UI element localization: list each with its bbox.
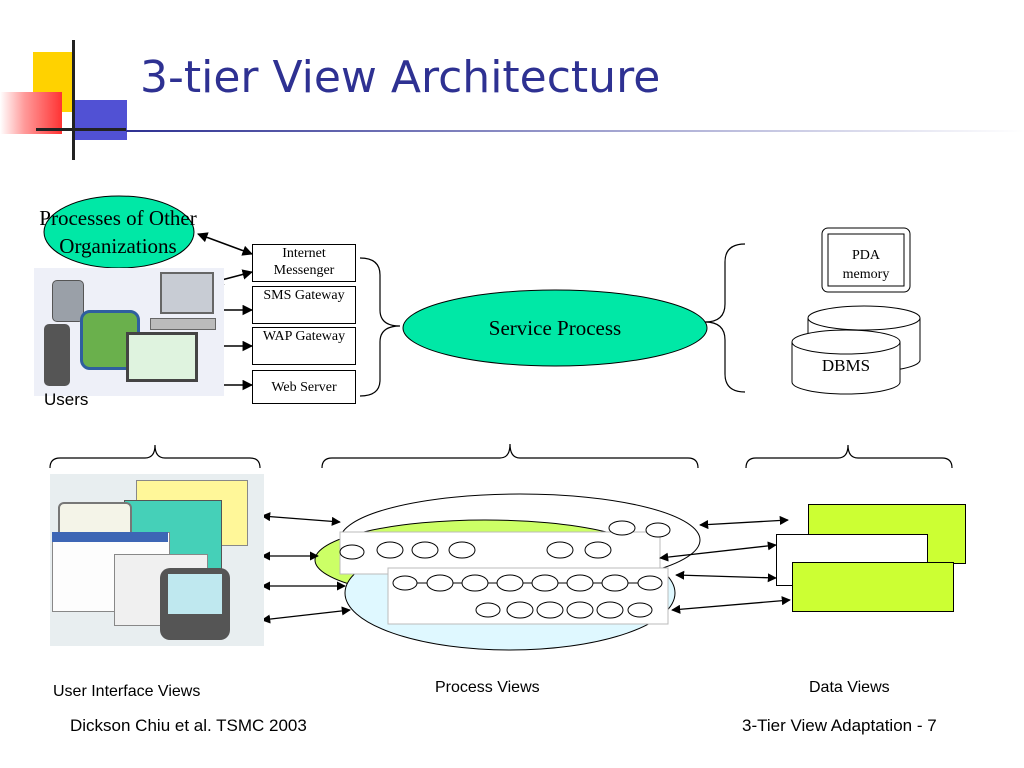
- arrow-ui-process-1: [261, 512, 341, 526]
- monitor-icon: [160, 272, 214, 314]
- other-orgs-label: Processes of Other Organizations: [39, 206, 197, 258]
- mobile-phone-icon: [44, 324, 70, 386]
- arrow-ui-process-4: [261, 606, 351, 624]
- arrow-process-data-1: [699, 515, 789, 530]
- footer-left: Dickson Chiu et al. TSMC 2003: [70, 716, 307, 735]
- sms-gateway-box: SMS Gateway: [252, 286, 356, 324]
- channels-bracket: [359, 257, 401, 397]
- deco-horizontal-line: [36, 128, 126, 131]
- pda-device-icon: [52, 280, 84, 322]
- slide-title: 3-tier View Architecture: [140, 52, 661, 103]
- data-views-caption: Data Views: [809, 679, 890, 696]
- data-views-brace: [745, 444, 953, 469]
- process-views-brace: [321, 443, 699, 469]
- web-screenshot-portal-header: [52, 532, 168, 542]
- wap-phone-screen: [168, 574, 222, 614]
- process-views-caption: Process Views: [435, 679, 540, 696]
- dbms-back-top: [807, 305, 921, 331]
- arrow-orgs-messenger: [197, 232, 253, 256]
- users-label: Users: [44, 390, 89, 409]
- arrow-process-data-4: [671, 596, 791, 614]
- pda-memory-inner: [827, 233, 905, 287]
- service-process-label: Service Process: [488, 316, 622, 340]
- arrow-process-data-3: [675, 570, 777, 583]
- arrow-process-data-2: [659, 541, 777, 562]
- internet-messenger-box: Internet Messenger: [252, 244, 356, 282]
- deco-blue-square: [72, 100, 127, 140]
- wap-gateway-box: WAP Gateway: [252, 327, 356, 365]
- web-server-box: Web Server: [252, 370, 356, 404]
- datastores-bracket: [704, 243, 746, 393]
- laptop-icon: [126, 332, 198, 382]
- keyboard-icon: [150, 318, 216, 330]
- pda-memory-label: PDA memory: [842, 248, 890, 282]
- dbms-front-cylinder: [791, 342, 901, 395]
- data-view-table-front: [792, 562, 954, 612]
- deco-vertical-line: [72, 40, 75, 160]
- users-devices-image: [34, 268, 224, 396]
- deco-red-bar: [0, 92, 62, 134]
- ui-views-brace: [49, 444, 261, 469]
- dbms-label: DBMS: [821, 356, 871, 375]
- service-process-ellipse: [402, 289, 708, 367]
- footer-right: 3-Tier View Adaptation - 7: [742, 716, 937, 735]
- slide-decoration: [0, 0, 130, 160]
- process-flow-front: [387, 567, 669, 625]
- dbms-front-top: [791, 329, 901, 355]
- ui-views-collage: [50, 474, 264, 646]
- title-underline: [126, 130, 1024, 132]
- ui-views-caption: User Interface Views: [53, 683, 201, 700]
